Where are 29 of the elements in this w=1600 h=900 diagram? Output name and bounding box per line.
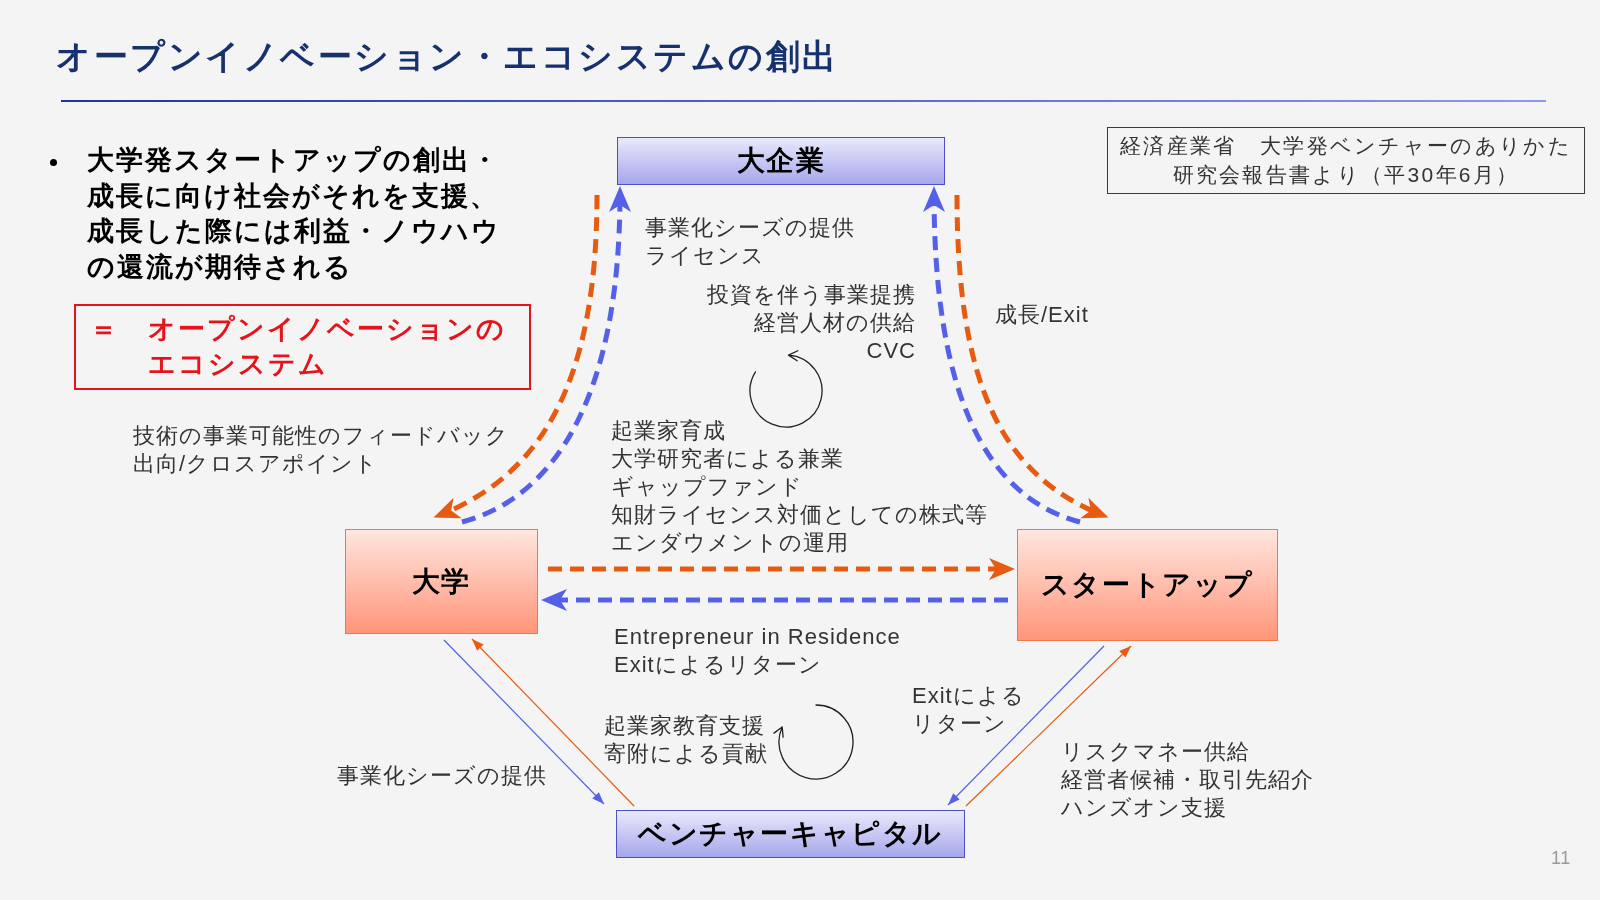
edge-label: リスクマネー供給経営者候補・取引先紹介ハンズオン支援 bbox=[1061, 738, 1314, 822]
page-number: 11 bbox=[1551, 847, 1571, 870]
arrow bbox=[947, 645, 1105, 806]
edge-label: 成長/Exit bbox=[995, 301, 1089, 329]
edge-label: Entrepreneur in Residence Exitによるリターン bbox=[614, 623, 902, 679]
dashed-arrow bbox=[541, 589, 1008, 611]
title: オープンイノベーション・エコシステムの創出 bbox=[56, 36, 839, 77]
arrow bbox=[471, 638, 635, 807]
actor-box: ベンチャーキャピタル bbox=[616, 810, 965, 858]
actor-box: 大企業 bbox=[617, 137, 945, 185]
edge-label: 起業家教育支援寄附による貢献 bbox=[604, 712, 768, 768]
edge-label: 投資を伴う事業提携経営人材の供給CVC bbox=[707, 281, 916, 365]
highlight-box: ＝ オープンイノベーションのエコシステム bbox=[74, 304, 531, 390]
arrow bbox=[443, 639, 605, 805]
edge-label: 起業家育成大学研究者による兼業ギャップファンド知財ライセンス対価としての株式等エンダウメントの運用 bbox=[611, 417, 988, 557]
bullet-text: 大学発スタートアップの創出・成長に向け社会がそれを支援、成長した際には利益・ノウハウの還流が期待される bbox=[87, 144, 502, 285]
source-note-box: 経済産業省 大学発ベンチャーのありかた研究会報告書より（平30年6月） bbox=[1107, 127, 1585, 194]
dashed-arrow bbox=[433, 194, 600, 518]
actor-box: 大学 bbox=[345, 529, 538, 634]
dashed-arrow bbox=[548, 558, 1015, 580]
dashed-arrow bbox=[954, 194, 1109, 518]
arrow bbox=[965, 645, 1132, 807]
edge-label: 技術の事業可能性のフィードバック出向/クロスアポイント bbox=[133, 422, 509, 478]
edge-label: 事業化シーズの提供 bbox=[337, 762, 547, 790]
dashed-arrow bbox=[461, 186, 631, 525]
dashed-arrow bbox=[923, 186, 1081, 525]
edge-label: 事業化シーズの提供ライセンス bbox=[645, 214, 855, 270]
edge-label: Exitによるリターン bbox=[912, 682, 1026, 738]
actor-box: スタートアップ bbox=[1017, 529, 1278, 641]
